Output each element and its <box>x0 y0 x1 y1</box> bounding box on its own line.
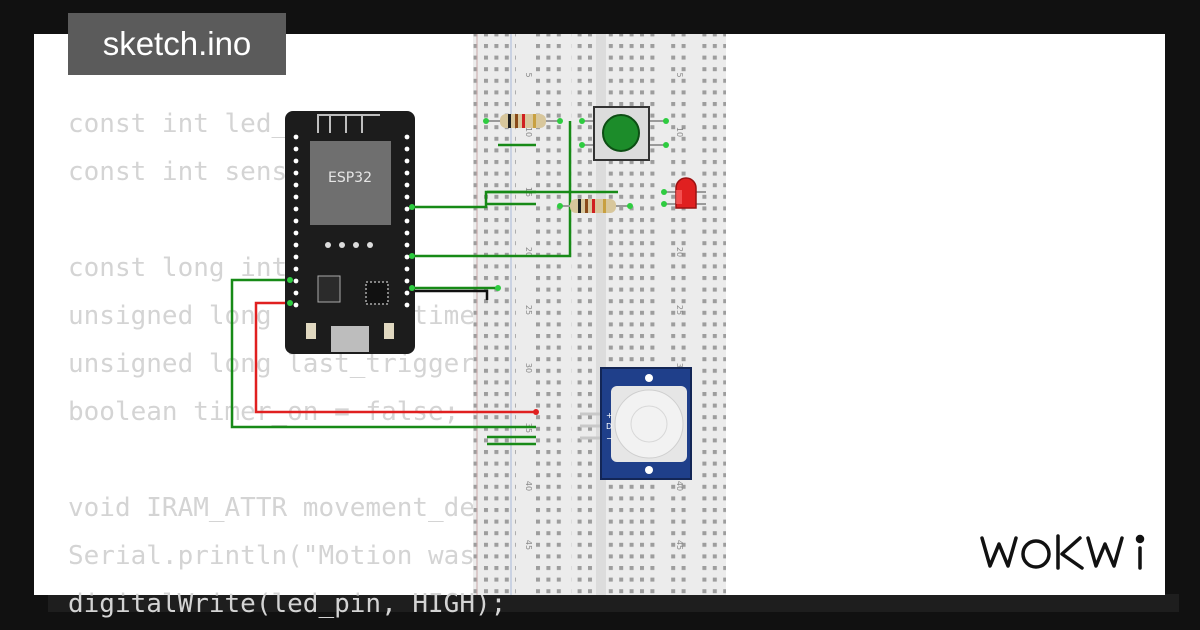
row-number: 25 <box>524 305 533 315</box>
chip-label: ESP32 <box>328 170 372 186</box>
row-number: 10 <box>675 127 684 137</box>
connection-points <box>287 118 669 306</box>
pir-sensor: + D − <box>580 367 692 480</box>
row-number: 20 <box>524 247 533 257</box>
wire <box>412 121 572 258</box>
row-number: 20 <box>675 247 684 257</box>
resistor <box>486 114 560 128</box>
pir-pin-label: − <box>606 434 613 443</box>
wire <box>412 190 618 209</box>
led <box>664 177 706 209</box>
row-number: 40 <box>675 481 684 491</box>
resistor <box>560 199 630 213</box>
push-button[interactable] <box>582 106 666 161</box>
esp32-board: ESP32 <box>285 111 415 354</box>
code-line: digitalWrite(led_pin, HIGH); <box>68 589 507 619</box>
wire <box>230 278 536 429</box>
row-number: 10 <box>524 127 533 137</box>
row-number: 5 <box>524 72 533 77</box>
row-number: 5 <box>675 72 684 77</box>
row-number: 40 <box>524 481 533 491</box>
wire <box>412 289 489 300</box>
file-tab[interactable]: sketch.ino <box>68 13 286 75</box>
row-number: 45 <box>524 540 533 550</box>
row-number: 30 <box>524 363 533 373</box>
green-wires <box>230 121 618 446</box>
row-number: 45 <box>675 540 684 550</box>
card-shadow <box>48 594 1179 612</box>
wokwi-logo <box>980 534 1145 570</box>
pir-pin-label: + <box>606 411 613 420</box>
pir-pin-label: D <box>606 422 612 431</box>
red-wire <box>254 301 536 414</box>
row-number: 25 <box>675 305 684 315</box>
